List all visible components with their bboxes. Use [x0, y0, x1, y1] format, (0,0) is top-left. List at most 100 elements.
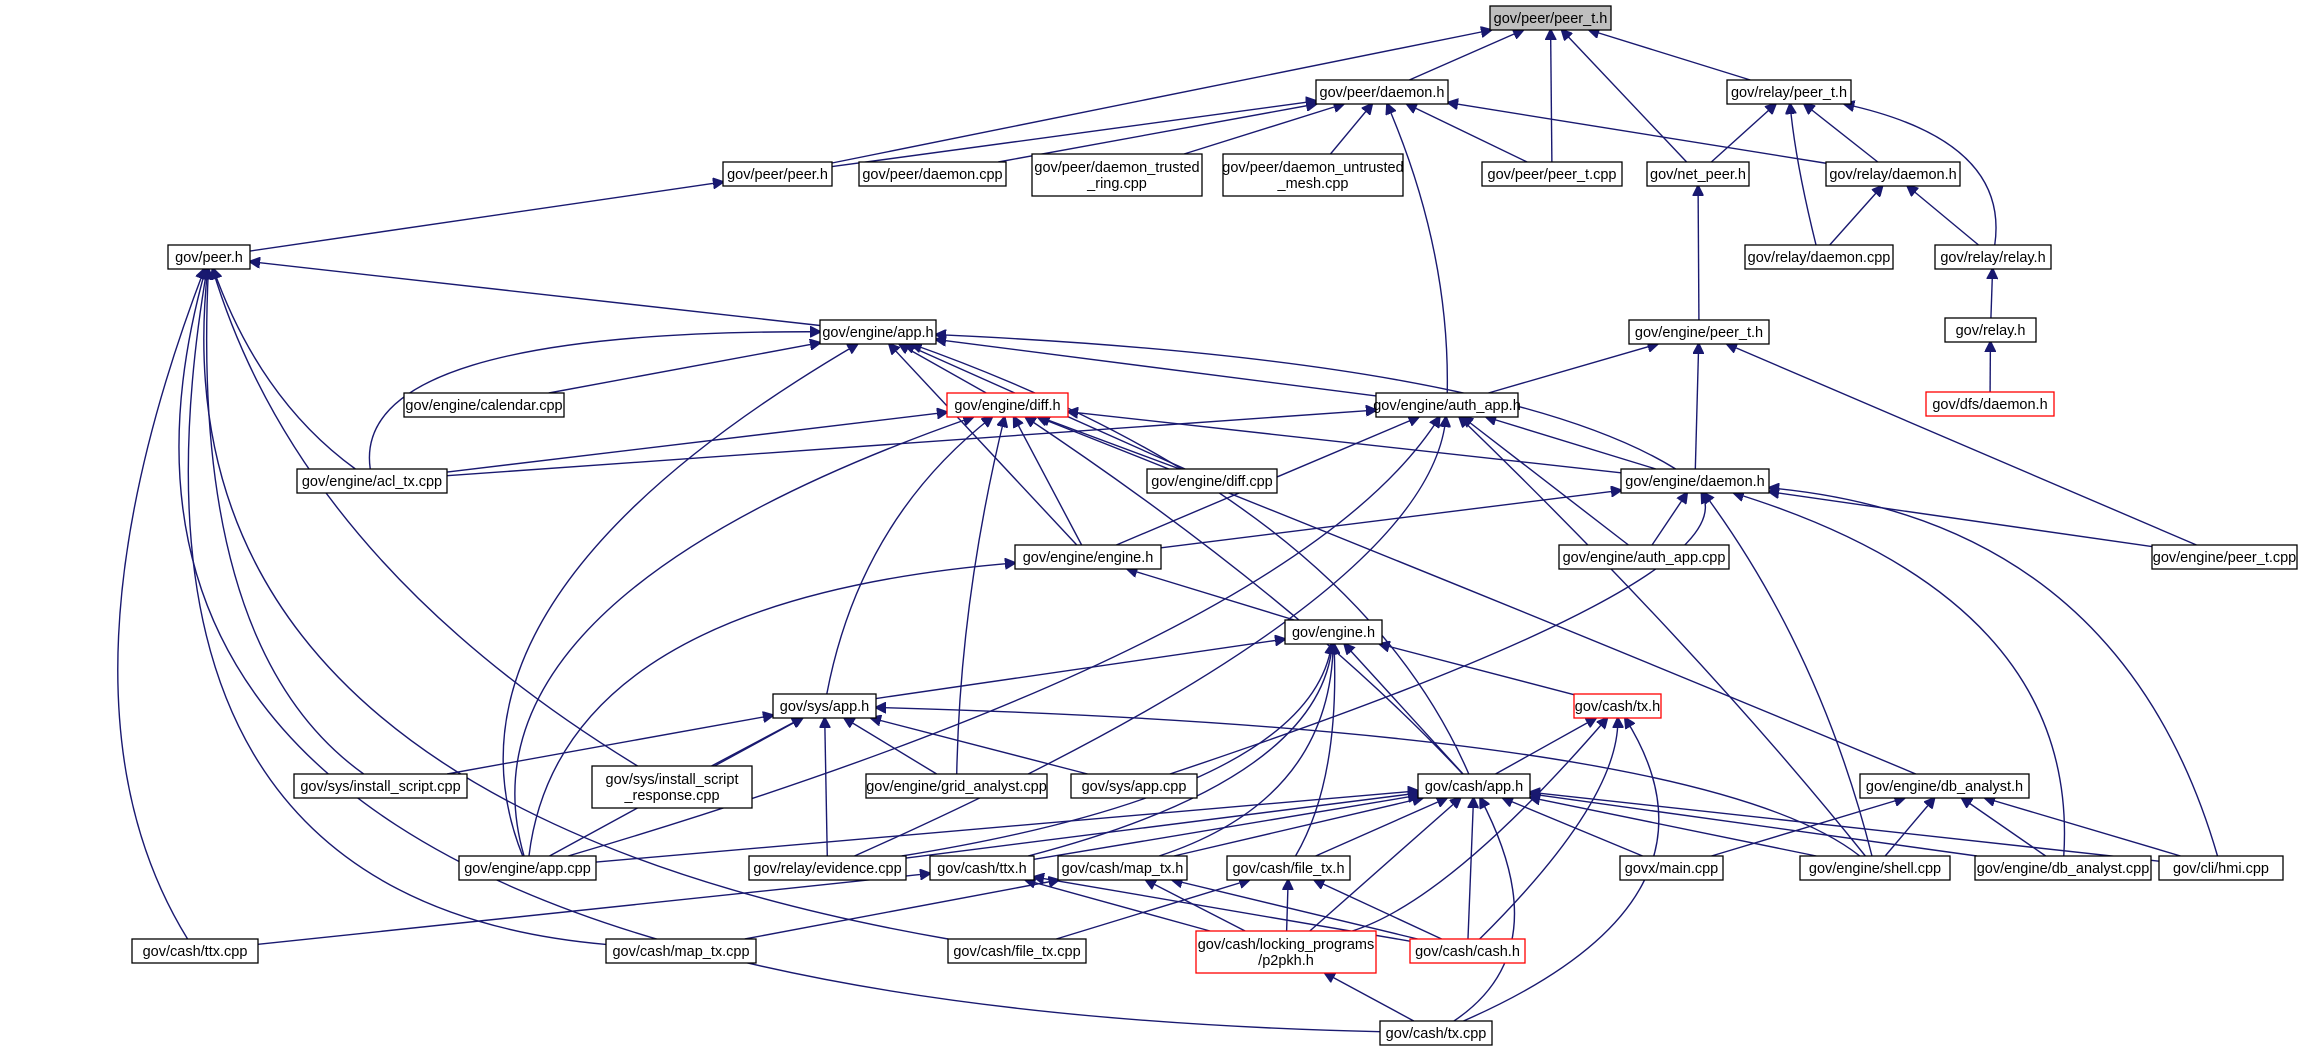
node-cash_cash_h[interactable]: gov/cash/cash.h: [1409, 938, 1526, 964]
node-engine_auth_app_cpp[interactable]: gov/engine/auth_app.cpp: [1558, 544, 1730, 570]
node-peer_daemon_h[interactable]: gov/peer/daemon.h: [1315, 79, 1449, 105]
node-peer_daemon_trusted[interactable]: gov/peer/daemon_trusted_ring.cpp: [1031, 153, 1203, 197]
node-engine_app_h[interactable]: gov/engine/app.h: [819, 319, 937, 345]
edge-engine_app_cpp-to-engine_engine_h: [528, 563, 1015, 857]
node-sys_app_h[interactable]: gov/sys/app.h: [772, 693, 877, 719]
node-root[interactable]: gov/peer/peer_t.h: [1489, 5, 1612, 31]
node-engine_acl_tx_cpp[interactable]: gov/engine/acl_tx.cpp: [296, 468, 448, 494]
node-label: gov/cash/file_tx.h: [1232, 861, 1344, 877]
edge-engine_auth_app_h-to-engine_peer_t_h: [1488, 344, 1657, 394]
node-cash_file_tx_h[interactable]: gov/cash/file_tx.h: [1226, 855, 1351, 881]
node-label: gov/engine/db_analyst.cpp: [1977, 861, 2150, 877]
node-peer_daemon_cpp[interactable]: gov/peer/daemon.cpp: [858, 161, 1007, 187]
edge-engine_grid_analyst_cpp-to-engine_diff_h: [956, 417, 1005, 775]
edge-sys_app_h-to-gov_engine_h: [875, 639, 1285, 700]
node-peer_peer_h[interactable]: gov/peer/peer.h: [722, 161, 833, 187]
node-label: gov/peer/peer_t.h: [1494, 11, 1608, 27]
node-relay_daemon_h[interactable]: gov/relay/daemon.h: [1825, 161, 1961, 187]
node-cash_tx_h[interactable]: gov/cash/tx.h: [1573, 693, 1662, 719]
edge-cash_locking_p2pkh-to-cash_ttx_h: [1025, 880, 1211, 932]
node-label: _mesh.cpp: [1277, 176, 1349, 192]
edge-engine_acl_tx_cpp-to-engine_app_h: [368, 332, 820, 470]
node-label: gov/cli/hmi.cpp: [2173, 861, 2269, 877]
node-label: gov/sys/install_script: [606, 772, 739, 788]
node-relay_h[interactable]: gov/relay.h: [1944, 317, 2037, 343]
node-label: /p2pkh.h: [1258, 953, 1314, 969]
node-cli_hmi_cpp[interactable]: gov/cli/hmi.cpp: [2158, 855, 2284, 881]
node-peer_daemon_untrusted[interactable]: gov/peer/daemon_untrusted_mesh.cpp: [1222, 153, 1404, 197]
edge-sys_app_h-to-engine_diff_h: [826, 417, 992, 695]
edge-engine_app_cpp-to-engine_diff_h: [514, 417, 973, 857]
node-engine_calendar_cpp[interactable]: gov/engine/calendar.cpp: [403, 392, 565, 418]
node-engine_engine_h[interactable]: gov/engine/engine.h: [1014, 544, 1162, 570]
node-relay_peer_t_h[interactable]: gov/relay/peer_t.h: [1726, 79, 1852, 105]
node-engine_diff_cpp[interactable]: gov/engine/diff.cpp: [1146, 468, 1278, 494]
node-sys_app_cpp[interactable]: gov/sys/app.cpp: [1070, 773, 1198, 799]
node-box: [865, 773, 1048, 799]
node-engine_db_analyst_h[interactable]: gov/engine/db_analyst.h: [1859, 773, 2030, 799]
node-box: [1057, 855, 1188, 881]
edge-sys_app_cpp-to-sys_app_h: [871, 718, 1088, 775]
edge-peer_peer_h-to-peer_daemon_h: [831, 101, 1316, 168]
node-relay_daemon_cpp[interactable]: gov/relay/daemon.cpp: [1744, 244, 1894, 270]
node-box: [772, 693, 877, 719]
node-cash_app_h[interactable]: gov/cash/app.h: [1417, 773, 1531, 799]
edge-cli_hmi_cpp-to-engine_daemon_h: [1769, 488, 2219, 857]
node-box: [293, 773, 468, 799]
edge-engine_diff_cpp-to-engine_diff_h: [1040, 417, 1180, 470]
edge-cash_file_tx_h-to-gov_engine_h: [1294, 644, 1335, 857]
edge-peer_peer_t_cpp-to-peer_daemon_h: [1407, 104, 1528, 163]
edge-cash_ttx_h-to-gov_engine_h: [1027, 644, 1332, 857]
node-gov_peer_h[interactable]: gov/peer.h: [167, 244, 251, 270]
node-sys_install_script_cpp[interactable]: gov/sys/install_script.cpp: [293, 773, 468, 799]
node-box: [1619, 855, 1724, 881]
node-box: [1646, 161, 1750, 187]
edge-sys_app_cpp-to-engine_daemon_h: [1169, 493, 1706, 775]
node-engine_shell_cpp[interactable]: gov/engine/shell.cpp: [1799, 855, 1951, 881]
edge-cash_ttx_cpp-to-gov_peer_h: [117, 269, 205, 940]
node-engine_auth_app_h[interactable]: gov/engine/auth_app.h: [1373, 392, 1521, 418]
node-govx_main_cpp[interactable]: govx/main.cpp: [1619, 855, 1724, 881]
node-box: [1284, 619, 1383, 645]
node-box: [458, 855, 597, 881]
node-box: [1944, 317, 2037, 343]
node-engine_db_analyst_cpp[interactable]: gov/engine/db_analyst.cpp: [1974, 855, 2152, 881]
node-cash_map_tx_h[interactable]: gov/cash/map_tx.h: [1057, 855, 1188, 881]
edge-gov_peer_h-to-peer_peer_h: [249, 182, 723, 252]
node-peer_peer_t_cpp[interactable]: gov/peer/peer_t.cpp: [1481, 161, 1623, 187]
node-box: [591, 765, 753, 809]
node-cash_ttx_h[interactable]: gov/cash/ttx.h: [929, 855, 1035, 881]
node-box: [1146, 468, 1278, 494]
node-engine_diff_h[interactable]: gov/engine/diff.h: [946, 392, 1069, 418]
node-cash_map_tx_cpp[interactable]: gov/cash/map_tx.cpp: [605, 938, 757, 964]
node-engine_peer_t_cpp[interactable]: gov/engine/peer_t.cpp: [2151, 544, 2298, 570]
node-box: [1222, 153, 1404, 197]
node-label: gov/cash/tx.h: [1575, 699, 1660, 715]
node-engine_grid_analyst_cpp[interactable]: gov/engine/grid_analyst.cpp: [865, 773, 1048, 799]
edge-net_peer_h-to-relay_peer_t_h: [1710, 104, 1775, 163]
node-relay_relay_h[interactable]: gov/relay/relay.h: [1934, 244, 2052, 270]
node-engine_daemon_h[interactable]: gov/engine/daemon.h: [1620, 468, 1770, 494]
node-cash_ttx_cpp[interactable]: gov/cash/ttx.cpp: [131, 938, 259, 964]
node-cash_file_tx_cpp[interactable]: gov/cash/file_tx.cpp: [947, 938, 1087, 964]
node-engine_app_cpp[interactable]: gov/engine/app.cpp: [458, 855, 597, 881]
node-label: gov/engine/acl_tx.cpp: [302, 474, 442, 490]
node-label: gov/peer/peer.h: [727, 167, 828, 183]
edge-engine_app_cpp-to-engine_auth_app_h: [567, 417, 1439, 857]
node-label: gov/engine/shell.cpp: [1809, 861, 1941, 877]
edge-relay_peer_t_h-to-root: [1589, 30, 1751, 81]
node-label: gov/relay/daemon.h: [1829, 167, 1956, 183]
node-label: gov/engine/engine.h: [1023, 550, 1154, 566]
node-net_peer_h[interactable]: gov/net_peer.h: [1646, 161, 1750, 187]
node-gov_engine_h[interactable]: gov/engine.h: [1284, 619, 1383, 645]
node-relay_evidence_cpp[interactable]: gov/relay/evidence.cpp: [748, 855, 907, 881]
node-sys_install_script_response[interactable]: gov/sys/install_script_response.cpp: [591, 765, 753, 809]
node-cash_tx_cpp[interactable]: gov/cash/tx.cpp: [1379, 1020, 1493, 1046]
edge-engine_app_cpp-to-cash_app_h: [595, 791, 1418, 863]
node-dfs_daemon_h[interactable]: gov/dfs/daemon.h: [1925, 391, 2055, 417]
node-cash_locking_p2pkh[interactable]: gov/cash/locking_programs/p2pkh.h: [1195, 930, 1377, 974]
node-engine_peer_t_h[interactable]: gov/engine/peer_t.h: [1628, 319, 1770, 345]
node-box: [1031, 153, 1203, 197]
edge-cash_locking_p2pkh-to-cash_file_tx_h: [1287, 880, 1289, 932]
node-box: [1409, 938, 1526, 964]
